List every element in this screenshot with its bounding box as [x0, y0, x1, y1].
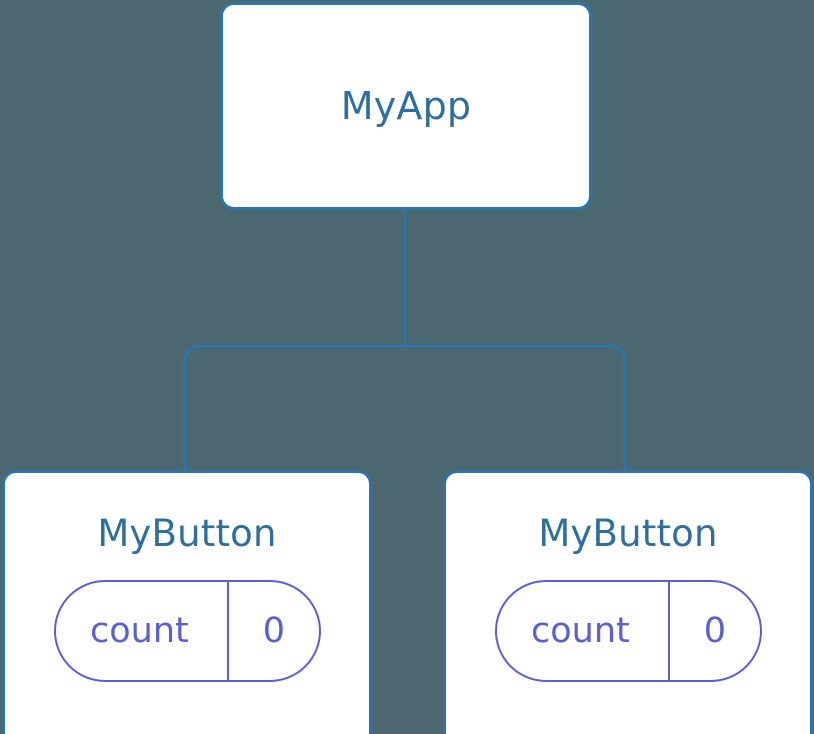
edge-root-to-mybutton-1 — [183, 344, 405, 472]
state-pill[interactable]: count 0 — [494, 580, 762, 682]
state-key-label: count — [90, 610, 189, 651]
component-node-title: MyButton — [538, 512, 718, 555]
edge-root-to-mybutton-2 — [405, 344, 627, 472]
component-node-title: MyApp — [340, 84, 472, 128]
component-node-mybutton-1[interactable]: MyButton count 0 — [2, 470, 372, 734]
state-key-label: count — [531, 610, 630, 651]
state-pill[interactable]: count 0 — [53, 580, 321, 682]
state-value-label: 0 — [227, 582, 318, 680]
component-node-title: MyButton — [97, 512, 277, 555]
state-value-label: 0 — [668, 582, 759, 680]
component-node-mybutton-2[interactable]: MyButton count 0 — [443, 470, 813, 734]
component-node-myapp[interactable]: MyApp — [220, 2, 592, 210]
